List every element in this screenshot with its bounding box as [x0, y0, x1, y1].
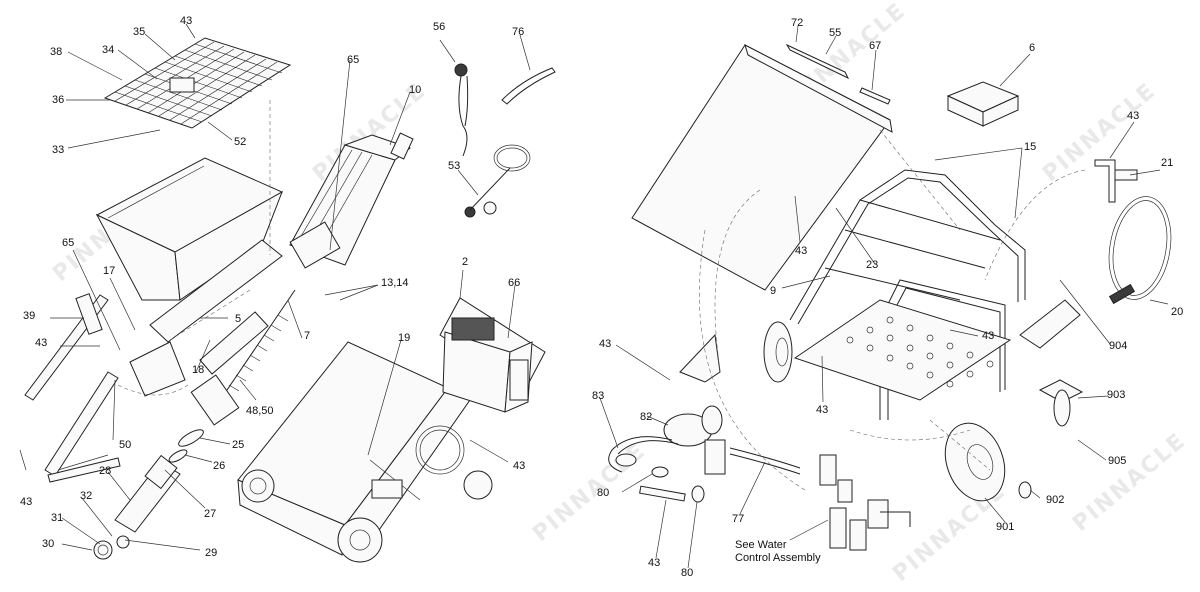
callout-label: 43	[795, 245, 808, 257]
cover-panel	[631, 43, 893, 291]
callout-label: 10	[409, 84, 422, 96]
callout-label: 31	[51, 512, 64, 524]
callout-label: 17	[103, 265, 116, 277]
grate-grid	[103, 37, 292, 129]
callout-label: 43	[599, 338, 612, 350]
right-frame	[763, 169, 1081, 502]
callout-label: 23	[866, 259, 879, 271]
callout-label: 43	[35, 337, 48, 349]
hose-53	[464, 144, 531, 218]
callout-label: 904	[1109, 340, 1128, 352]
callout-label: 29	[205, 547, 218, 559]
callout-label: 7	[304, 330, 311, 342]
callout-label: 28	[99, 465, 112, 477]
callout-label: 43	[180, 15, 193, 27]
callout-label: 30	[42, 538, 55, 550]
callout-label: 48,50	[246, 405, 274, 417]
callout-label: 15	[1024, 141, 1037, 153]
callout-label: 76	[512, 26, 525, 38]
callout-label: 18	[192, 364, 205, 376]
callout-label: 34	[102, 44, 115, 56]
side-rails	[19, 293, 121, 483]
leader-lines-left	[50, 23, 531, 551]
callout-label: 35	[133, 26, 146, 38]
callout-label: 901	[996, 521, 1015, 533]
callout-label: 5	[235, 313, 242, 325]
pump-stator	[93, 429, 204, 560]
auger-screw	[190, 289, 296, 426]
water-control	[819, 454, 911, 551]
box-6	[946, 81, 1020, 127]
callout-label: 902	[1046, 494, 1065, 506]
note-line: Control Assembly	[735, 552, 821, 564]
hose-20	[1108, 196, 1172, 305]
callout-label: 65	[62, 237, 75, 249]
note-line: See Water	[735, 539, 787, 551]
callout-label: 77	[732, 513, 745, 525]
leader-lines-right	[599, 25, 1169, 569]
callout-label: 38	[50, 46, 63, 58]
bracket-21	[1094, 159, 1138, 203]
callout-label: 66	[508, 277, 521, 289]
callout-label: 905	[1108, 455, 1127, 467]
callout-label: 43	[982, 330, 995, 342]
callout-label: 43	[1127, 110, 1140, 122]
callout-label: 39	[23, 310, 36, 322]
callout-label: 67	[869, 40, 882, 52]
callout-label: 65	[347, 54, 360, 66]
callout-label: 53	[448, 160, 461, 172]
callout-label: 2	[462, 256, 469, 268]
callout-label: 32	[80, 490, 93, 502]
callout-label: 52	[234, 136, 247, 148]
callout-label: 56	[433, 21, 446, 33]
water-pump	[608, 333, 726, 503]
callout-label: 26	[213, 460, 226, 472]
hopper	[95, 157, 284, 301]
callout-label: 80	[681, 567, 694, 579]
callout-label: 25	[232, 439, 245, 451]
callout-label: 43	[816, 404, 829, 416]
motor	[289, 132, 414, 269]
callout-label: 55	[829, 27, 842, 39]
auger-tube	[129, 239, 283, 397]
caster-903	[1038, 379, 1084, 427]
callout-label: 83	[592, 390, 605, 402]
callout-label: 43	[648, 557, 661, 569]
callout-label: 72	[791, 17, 804, 29]
callout-label: 33	[52, 144, 65, 156]
callout-label: 43	[513, 460, 526, 472]
callout-label: 80	[597, 487, 610, 499]
control-box	[439, 297, 546, 413]
callout-label: 43	[20, 496, 33, 508]
callout-label: 19	[398, 332, 411, 344]
callout-label: 20	[1171, 306, 1184, 318]
water-control-note: See Water Control Assembly	[735, 539, 821, 565]
callout-label: 903	[1107, 389, 1126, 401]
callout-label: 13,14	[381, 277, 409, 289]
callout-label: 36	[52, 94, 65, 106]
strap-76	[501, 67, 556, 105]
callout-label: 50	[119, 439, 132, 451]
callout-label: 9	[770, 285, 777, 297]
callout-label: 21	[1161, 157, 1174, 169]
hose-77	[729, 447, 801, 475]
callout-label: 82	[640, 411, 653, 423]
callout-label: 6	[1029, 42, 1036, 54]
cord-56	[454, 63, 469, 157]
callout-label: 27	[204, 508, 217, 520]
